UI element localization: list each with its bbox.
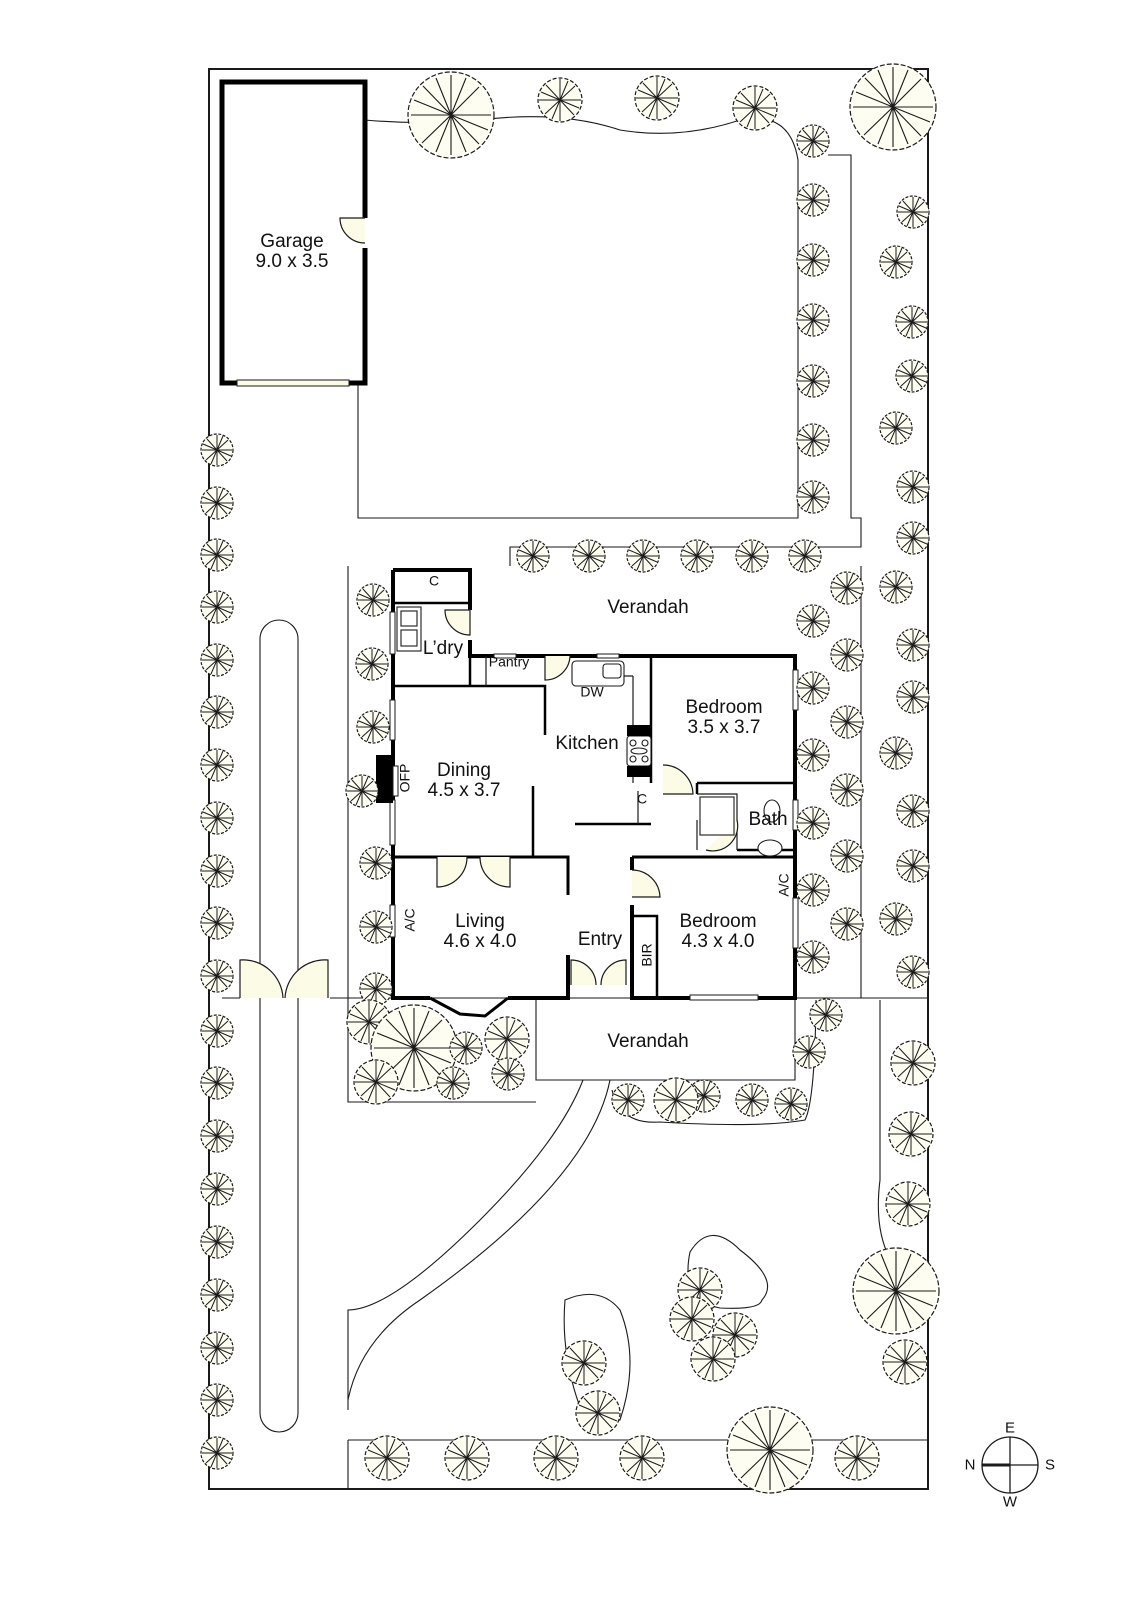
room-label-kitchen: Kitchen — [555, 733, 619, 755]
compass-north-label: N — [964, 1456, 976, 1474]
compass-south-label: S — [1044, 1456, 1056, 1474]
fixture-label-open-fireplace: OFP — [396, 763, 413, 793]
room-label-laundry: L’dry — [422, 638, 464, 660]
doors — [239, 609, 739, 999]
compass-east-label: E — [1004, 1419, 1016, 1437]
fixture-label-dishwasher: DW — [580, 683, 604, 700]
garage-walls — [219, 79, 368, 387]
room-label-bath: Bath — [748, 809, 788, 831]
fixture-label-built-in-robe: BIR — [638, 943, 655, 967]
room-label-verandah-front: Verandah — [607, 1031, 689, 1053]
compass-rose — [981, 1436, 1039, 1494]
fixture-label-cupboard-laundry: C — [428, 572, 440, 589]
fireplace — [376, 725, 651, 803]
fixtures — [396, 606, 783, 857]
compass-west-label: W — [1002, 1493, 1018, 1511]
windows — [389, 611, 799, 1018]
fixture-label-cupboard-kitchen: C — [636, 790, 648, 807]
fixture-label-aircon-bedroom: A/C — [775, 873, 792, 897]
room-label-pantry: Pantry — [488, 653, 530, 670]
fixture-label-aircon-living: A/C — [401, 908, 418, 932]
room-label-verandah-rear: Verandah — [607, 597, 689, 619]
room-label-entry: Entry — [577, 929, 623, 951]
